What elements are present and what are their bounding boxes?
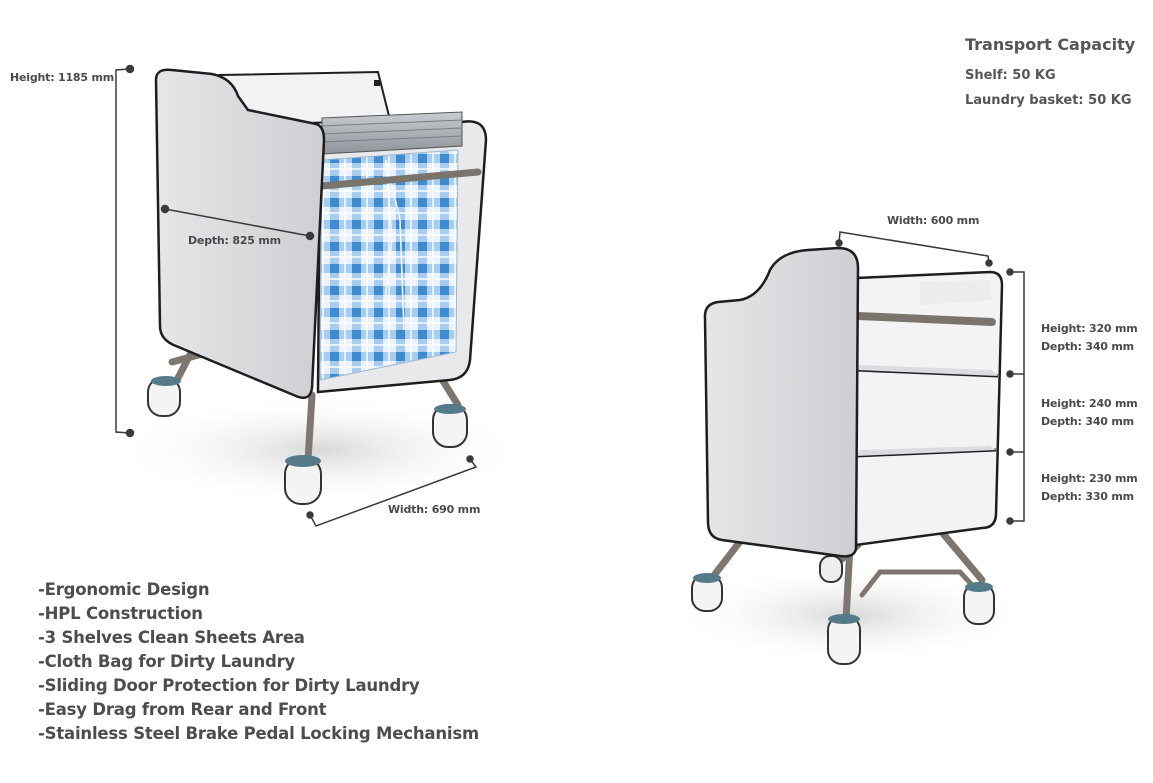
feature-item: -Sliding Door Protection for Dirty Laund… xyxy=(38,676,420,695)
laundry-trolley-right xyxy=(670,246,1030,665)
shelf-3-depth: Depth: 330 mm xyxy=(1041,490,1134,503)
feature-item: -Cloth Bag for Dirty Laundry xyxy=(38,652,296,671)
shelf-2-height: Height: 240 mm xyxy=(1041,397,1138,410)
shelf-1-depth: Depth: 340 mm xyxy=(1041,340,1134,353)
feature-item: -Ergonomic Design xyxy=(38,580,210,599)
feature-item: -Stainless Steel Brake Pedal Locking Mec… xyxy=(38,724,479,743)
transport-capacity-title: Transport Capacity xyxy=(965,35,1136,54)
laundry-trolley-left xyxy=(110,68,530,505)
dimension-lines-right xyxy=(835,231,1025,525)
laundry-basket-capacity: Laundry basket: 50 KG xyxy=(965,93,1132,108)
shelf-2-depth: Depth: 340 mm xyxy=(1041,415,1134,428)
caster-wheels xyxy=(147,376,468,505)
feature-list: -Ergonomic Design -HPL Construction -3 S… xyxy=(38,578,479,746)
shelf-capacity: Shelf: 50 KG xyxy=(965,68,1056,83)
shelf-1-height: Height: 320 mm xyxy=(1041,322,1138,335)
left-height-label: Height: 1185 mm xyxy=(10,71,114,84)
dimension-lines-left xyxy=(115,64,478,527)
feature-item: -3 Shelves Clean Sheets Area xyxy=(38,628,305,647)
feature-item: -Easy Drag from Rear and Front xyxy=(38,700,327,719)
shelf-3-height: Height: 230 mm xyxy=(1041,472,1138,485)
right-width-label: Width: 600 mm xyxy=(887,214,980,227)
left-width-label: Width: 690 mm xyxy=(388,503,481,516)
left-depth-label: Depth: 825 mm xyxy=(188,234,281,247)
feature-item: -HPL Construction xyxy=(38,604,203,623)
